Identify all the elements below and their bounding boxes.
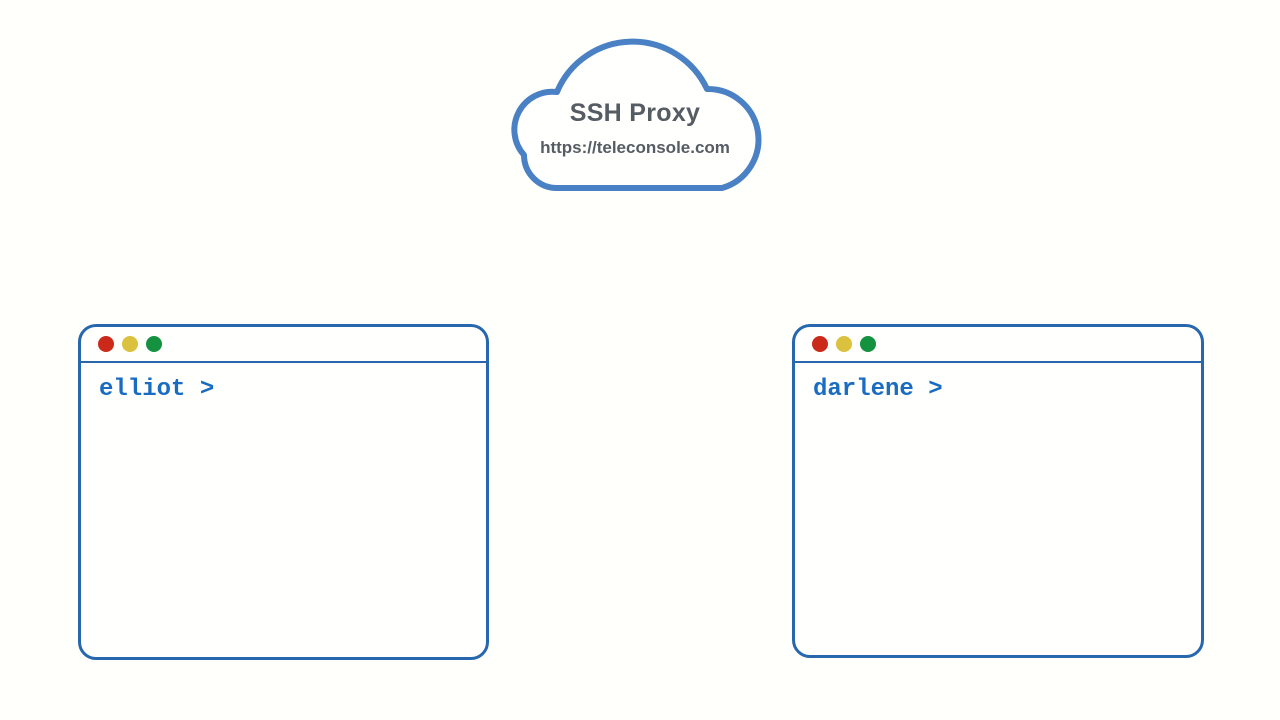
close-icon[interactable] xyxy=(812,336,828,352)
maximize-icon[interactable] xyxy=(860,336,876,352)
minimize-icon[interactable] xyxy=(836,336,852,352)
terminal-window-darlene: darlene > xyxy=(792,324,1204,658)
terminal-screen[interactable]: darlene > xyxy=(795,363,1201,404)
cloud-icon xyxy=(511,38,762,191)
minimize-icon[interactable] xyxy=(122,336,138,352)
cloud-title: SSH Proxy xyxy=(569,99,701,127)
cloud-url: https://teleconsole.com xyxy=(540,138,730,157)
ssh-proxy-cloud: SSH Proxy https://teleconsole.com xyxy=(505,33,765,195)
terminal-screen[interactable]: elliot > xyxy=(81,363,486,404)
maximize-icon[interactable] xyxy=(146,336,162,352)
terminal-prompt: darlene > xyxy=(813,376,943,403)
terminal-prompt: elliot > xyxy=(99,376,215,403)
terminal-titlebar[interactable] xyxy=(795,327,1201,363)
terminal-titlebar[interactable] xyxy=(81,327,486,363)
terminal-window-elliot: elliot > xyxy=(78,324,489,660)
close-icon[interactable] xyxy=(98,336,114,352)
